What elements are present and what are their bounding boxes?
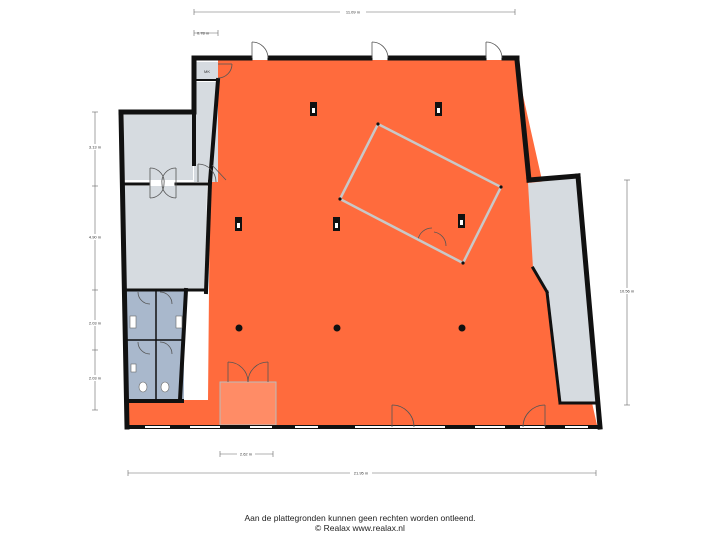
entrance-area [219, 381, 277, 426]
door-top-right [485, 41, 503, 59]
toilet-block [126, 290, 184, 400]
door-top-middle [371, 41, 389, 59]
column-square [235, 217, 242, 231]
column-round [458, 324, 466, 332]
floors [124, 60, 597, 426]
door-double-left [149, 167, 177, 199]
toilet-fixtures [129, 315, 183, 393]
dim-left-1: 3.13 m [89, 145, 102, 150]
doors [137, 41, 546, 428]
dim-bottom-door: 2.62 m [240, 452, 253, 457]
right-side-room [528, 178, 597, 403]
dim-left-2: 4.90 m [89, 235, 102, 240]
column-square [333, 217, 340, 231]
dim-bottom-total: 21.95 m [354, 471, 369, 476]
columns [235, 102, 466, 332]
copyright-text: © Realax www.realax.nl [315, 523, 405, 533]
meter-cupboard-label: MK [204, 69, 210, 74]
disclaimer-text: Aan de plattegronden kunnen geen rechten… [244, 513, 476, 523]
column-round [333, 324, 341, 332]
dim-top-width: 11.09 m [346, 10, 361, 15]
column-round [235, 324, 243, 332]
dim-top-small: 0.78 m [197, 31, 210, 36]
dim-left-3: 2.03 m [89, 321, 102, 326]
door-toilet-1 [137, 291, 173, 355]
door-meter-cupboard [217, 63, 233, 79]
column-square [458, 214, 465, 228]
dimension-labels: 11.09 m 0.78 m 3.13 m 4.90 m 2.03 m 2.03… [86, 9, 638, 476]
dim-left-4: 2.03 m [89, 376, 102, 381]
door-top-left [251, 41, 269, 59]
left-middle-room [124, 186, 207, 290]
meter-cupboard [196, 62, 218, 80]
door-corridor [197, 163, 227, 183]
main-hall-floor [128, 60, 597, 425]
door-entrance-double [227, 361, 269, 383]
door-bottom-b [522, 404, 546, 428]
column-square [435, 102, 442, 116]
dim-right-height: 10.56 m [620, 289, 635, 294]
stage-platform [338, 122, 503, 265]
left-upper-room [124, 114, 193, 180]
door-bottom-a [391, 404, 415, 428]
column-square [310, 102, 317, 116]
